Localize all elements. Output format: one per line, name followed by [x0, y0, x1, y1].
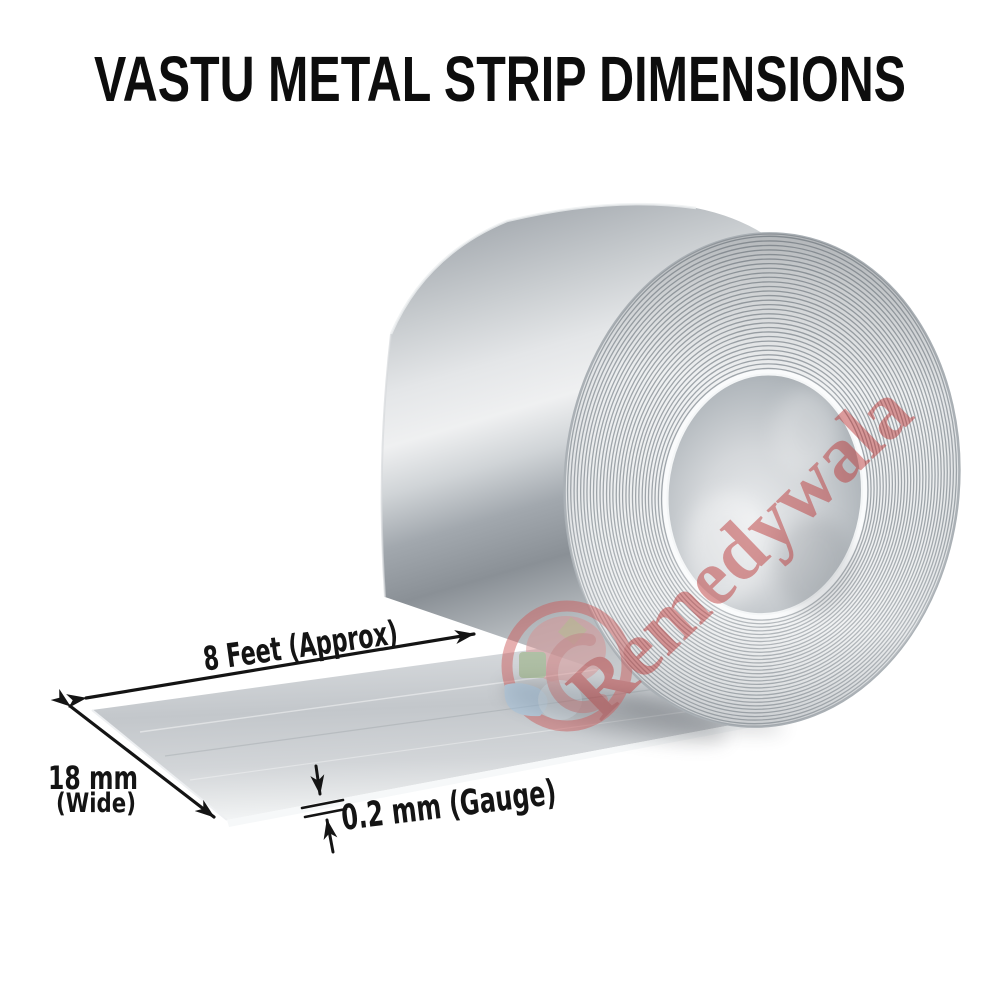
- width-dimension-arrow: [50, 688, 216, 819]
- coil-shadow: [502, 681, 728, 743]
- length-dimension-arrow: [66, 630, 476, 708]
- watermark-logo-crescent: [546, 633, 608, 714]
- coil-body-top-rim: [389, 202, 697, 335]
- hole-highlight: [773, 387, 840, 476]
- coil-hole-rim: [662, 369, 867, 620]
- hole-highlight: [683, 491, 768, 608]
- width-dimension-label-value: 18 mm: [48, 759, 138, 797]
- hole-shadow: [776, 516, 853, 613]
- strip-thickness-edge: [227, 712, 800, 827]
- length-dimension-label: 8 Feet (Approx): [201, 613, 401, 679]
- watermark-logo-ring: [501, 600, 633, 732]
- gauge-arrow-bottom: [323, 818, 338, 854]
- watermark-logo: [501, 600, 633, 732]
- watermark-logo-diamond: [558, 617, 587, 645]
- watermark-logo-green-shape: [519, 652, 546, 678]
- watermark-logo-blue-shape: [504, 683, 548, 717]
- page-title: VASTU METAL STRIP DIMENSIONS: [94, 43, 906, 115]
- width-dimension-label-qualifier: (Wide): [56, 788, 136, 819]
- coil-face: [563, 232, 961, 728]
- watermark-logo-pale-shape: [538, 680, 582, 720]
- gauge-arrow-top: [310, 764, 325, 796]
- coil-body-back-rim: [380, 333, 392, 598]
- watermark-logo-petal: [526, 616, 606, 684]
- gauge-tick-lower: [303, 807, 348, 819]
- gauge-tick-upper: [300, 798, 345, 810]
